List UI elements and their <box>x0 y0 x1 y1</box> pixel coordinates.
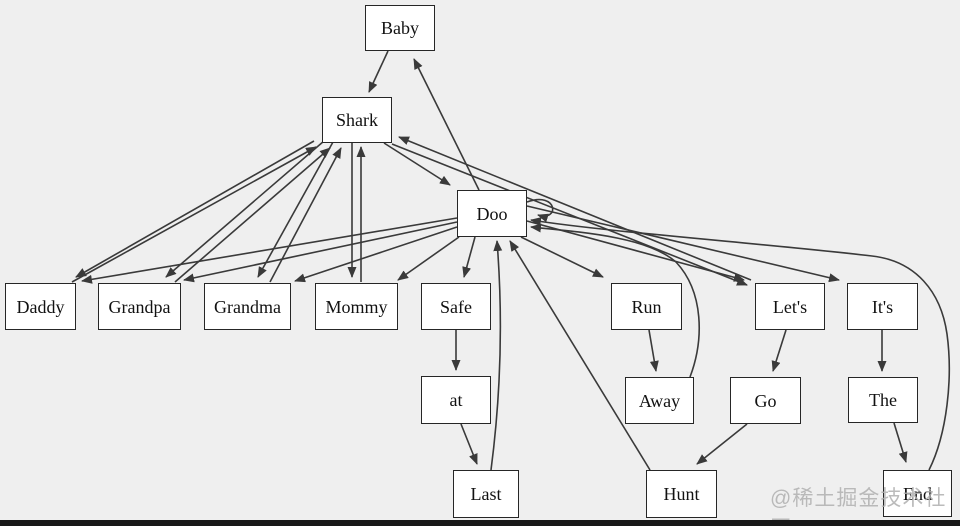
node-the: The <box>848 377 918 423</box>
node-away: Away <box>625 377 694 424</box>
node-grandpa: Grandpa <box>98 283 181 330</box>
node-safe: Safe <box>421 283 491 330</box>
edge-baby-shark <box>368 50 389 93</box>
edge-run-away <box>648 329 659 372</box>
node-daddy: Daddy <box>5 283 76 330</box>
edge-hunt-doo <box>509 240 651 471</box>
edge-at-last <box>460 423 478 465</box>
edge-lets-go <box>771 329 787 372</box>
node-lets: Let's <box>755 283 825 330</box>
edge-doo-its <box>526 205 840 283</box>
edge-the-end <box>893 422 908 463</box>
edge-shark-doo <box>383 142 451 186</box>
edge-shark-daddy <box>75 140 315 278</box>
edge-doo-baby <box>413 58 480 191</box>
edge-grandpa-shark <box>174 147 331 283</box>
node-last: Last <box>453 470 519 518</box>
edge-doo-grandma <box>294 226 458 283</box>
node-baby: Baby <box>365 5 435 51</box>
edge-doo-mommy <box>397 236 460 281</box>
bottom-edge-bar <box>0 520 960 526</box>
node-go: Go <box>730 377 801 424</box>
node-hunt: Hunt <box>646 470 717 518</box>
edge-doo-safe <box>462 236 476 278</box>
edge-shark-lets <box>391 143 748 286</box>
edge-doo-grandpa <box>183 221 458 283</box>
edge-doo-run <box>520 236 604 278</box>
node-its: It's <box>847 283 918 330</box>
edge-shark-grandma <box>257 141 334 278</box>
edge-last-doo <box>490 240 503 471</box>
node-grandma: Grandma <box>204 283 291 330</box>
node-run: Run <box>611 283 682 330</box>
edge-grandma-shark <box>269 147 342 283</box>
node-doo: Doo <box>457 190 527 237</box>
edge-group <box>71 50 951 471</box>
node-at: at <box>421 376 491 424</box>
edge-go-hunt <box>696 423 748 465</box>
node-mommy: Mommy <box>315 283 398 330</box>
edge-daddy-shark <box>71 146 317 283</box>
edge-shark-grandpa <box>165 140 325 278</box>
edge-lets-shark <box>398 136 752 281</box>
edge-doo-daddy <box>81 217 458 284</box>
node-shark: Shark <box>322 97 392 143</box>
edge-end-doo <box>530 217 951 471</box>
node-end: End <box>883 470 952 517</box>
